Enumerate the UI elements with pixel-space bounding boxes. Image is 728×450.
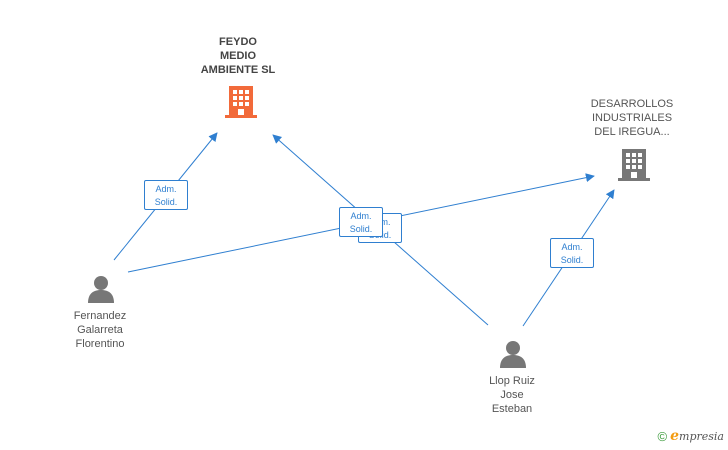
person-icon[interactable]	[498, 339, 528, 369]
relation-role: Adm.	[350, 211, 372, 221]
building-icon[interactable]	[225, 84, 257, 120]
company-label-feydo[interactable]: FEYDO MEDIO AMBIENTE SL	[200, 36, 276, 76]
person-icon[interactable]	[86, 274, 116, 304]
company-label-desarrollos[interactable]: DESARROLLOS INDUSTRIALES DEL IREGUA...	[590, 98, 674, 138]
person-label-fernandez[interactable]: Fernandez Galarreta Florentino	[73, 310, 127, 350]
relation-badge[interactable]: Adm. Solid.	[339, 207, 383, 237]
brand-logo[interactable]: empresia	[670, 428, 724, 444]
relation-type: Solid.	[154, 197, 178, 207]
relation-badge[interactable]: Adm. Solid.	[144, 180, 188, 210]
copyright-symbol: ©	[657, 428, 668, 444]
footer-brand: © empresia	[658, 428, 724, 444]
person-label-llop[interactable]: Llop Ruiz Jose Esteban	[489, 375, 535, 415]
relation-type: Solid.	[349, 224, 373, 234]
relation-role: Adm.	[155, 184, 177, 194]
building-icon[interactable]	[618, 147, 650, 183]
relation-badge[interactable]: Adm. Solid.	[550, 238, 594, 268]
relation-role: Adm.	[561, 242, 583, 252]
relation-type: Solid.	[560, 255, 584, 265]
